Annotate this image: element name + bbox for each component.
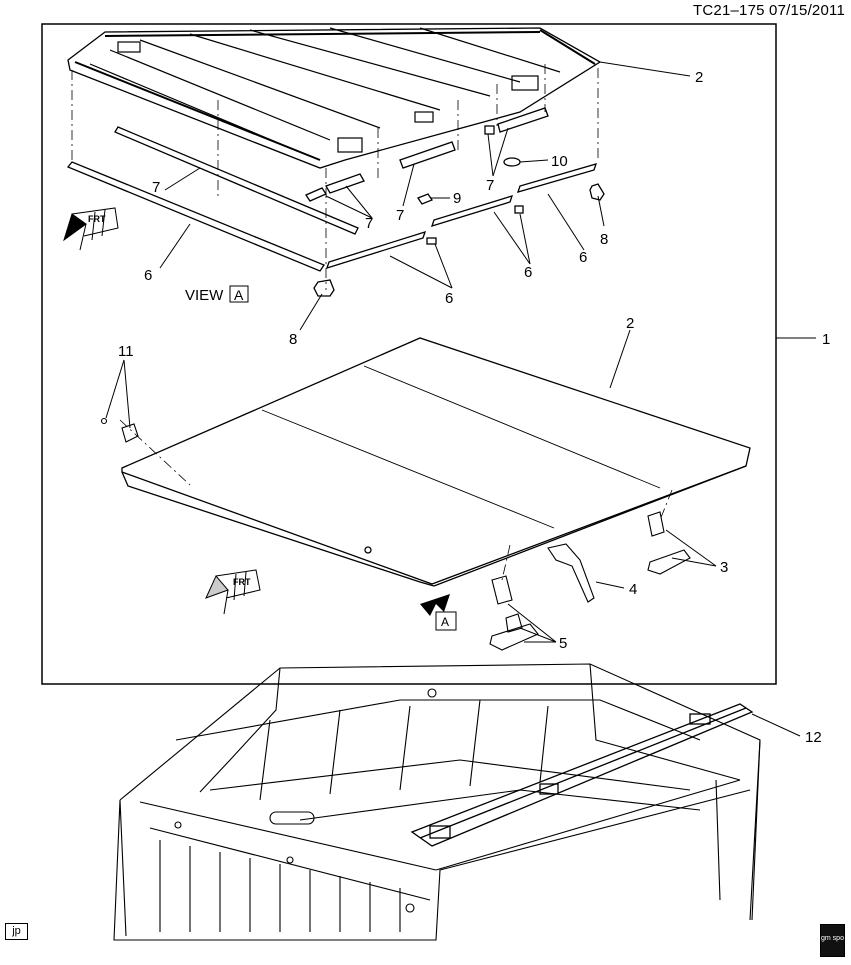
- view-label-prefix: VIEW: [185, 287, 224, 304]
- gm-logo-icon: gm spo: [820, 924, 845, 957]
- pickup-bed-illustration: [113, 663, 761, 941]
- callout-7-right: 7: [486, 177, 494, 194]
- callout-4: 4: [629, 581, 637, 598]
- assembly-frame: [41, 23, 777, 685]
- tonneau-cover-assembled: [121, 337, 751, 587]
- seal-strips: [66, 107, 605, 297]
- callout-7-pads: 7: [365, 215, 373, 232]
- front-arrow-icon-lower: [205, 569, 261, 615]
- callout-1: 1: [822, 331, 830, 348]
- callout-5: 5: [559, 635, 567, 652]
- code-box: jp: [5, 923, 28, 940]
- view-label-letter: A: [234, 287, 244, 303]
- callout-leaders: [105, 61, 816, 737]
- callout-2-top: 2: [695, 69, 703, 86]
- callout-8-left: 8: [289, 331, 297, 348]
- view-a-arrow-letter: A: [441, 615, 449, 629]
- front-label: FRT: [88, 214, 106, 224]
- view-label-box: [229, 285, 249, 303]
- callout-6-mid: 6: [524, 264, 532, 281]
- front-arrow-icon: [63, 207, 119, 251]
- callout-6-left: 6: [144, 267, 152, 284]
- document-id: TC21–175 07/15/2011: [693, 2, 845, 19]
- projection-lines: [71, 64, 673, 581]
- latch-part-11: [100, 417, 139, 443]
- view-a-arrow-icon: [420, 594, 457, 631]
- gm-badge-text: gm spo: [821, 935, 844, 942]
- tonneau-frame-exploded: [67, 27, 602, 169]
- callout-10: 10: [551, 153, 568, 170]
- front-label-lower: FRT: [233, 577, 251, 587]
- callout-7-left: 7: [152, 179, 160, 196]
- callout-11: 11: [118, 343, 134, 360]
- callout-7-center: 7: [396, 207, 404, 224]
- callout-8-right: 8: [600, 231, 608, 248]
- bed-rail-part-12: [410, 703, 754, 847]
- callout-6-right: 6: [579, 249, 587, 266]
- callout-6-center: 6: [445, 290, 453, 307]
- clamps-brackets: [489, 511, 691, 651]
- callout-2-cover: 2: [626, 315, 634, 332]
- callout-12: 12: [805, 729, 822, 746]
- callout-9: 9: [453, 190, 461, 207]
- callout-3: 3: [720, 559, 728, 576]
